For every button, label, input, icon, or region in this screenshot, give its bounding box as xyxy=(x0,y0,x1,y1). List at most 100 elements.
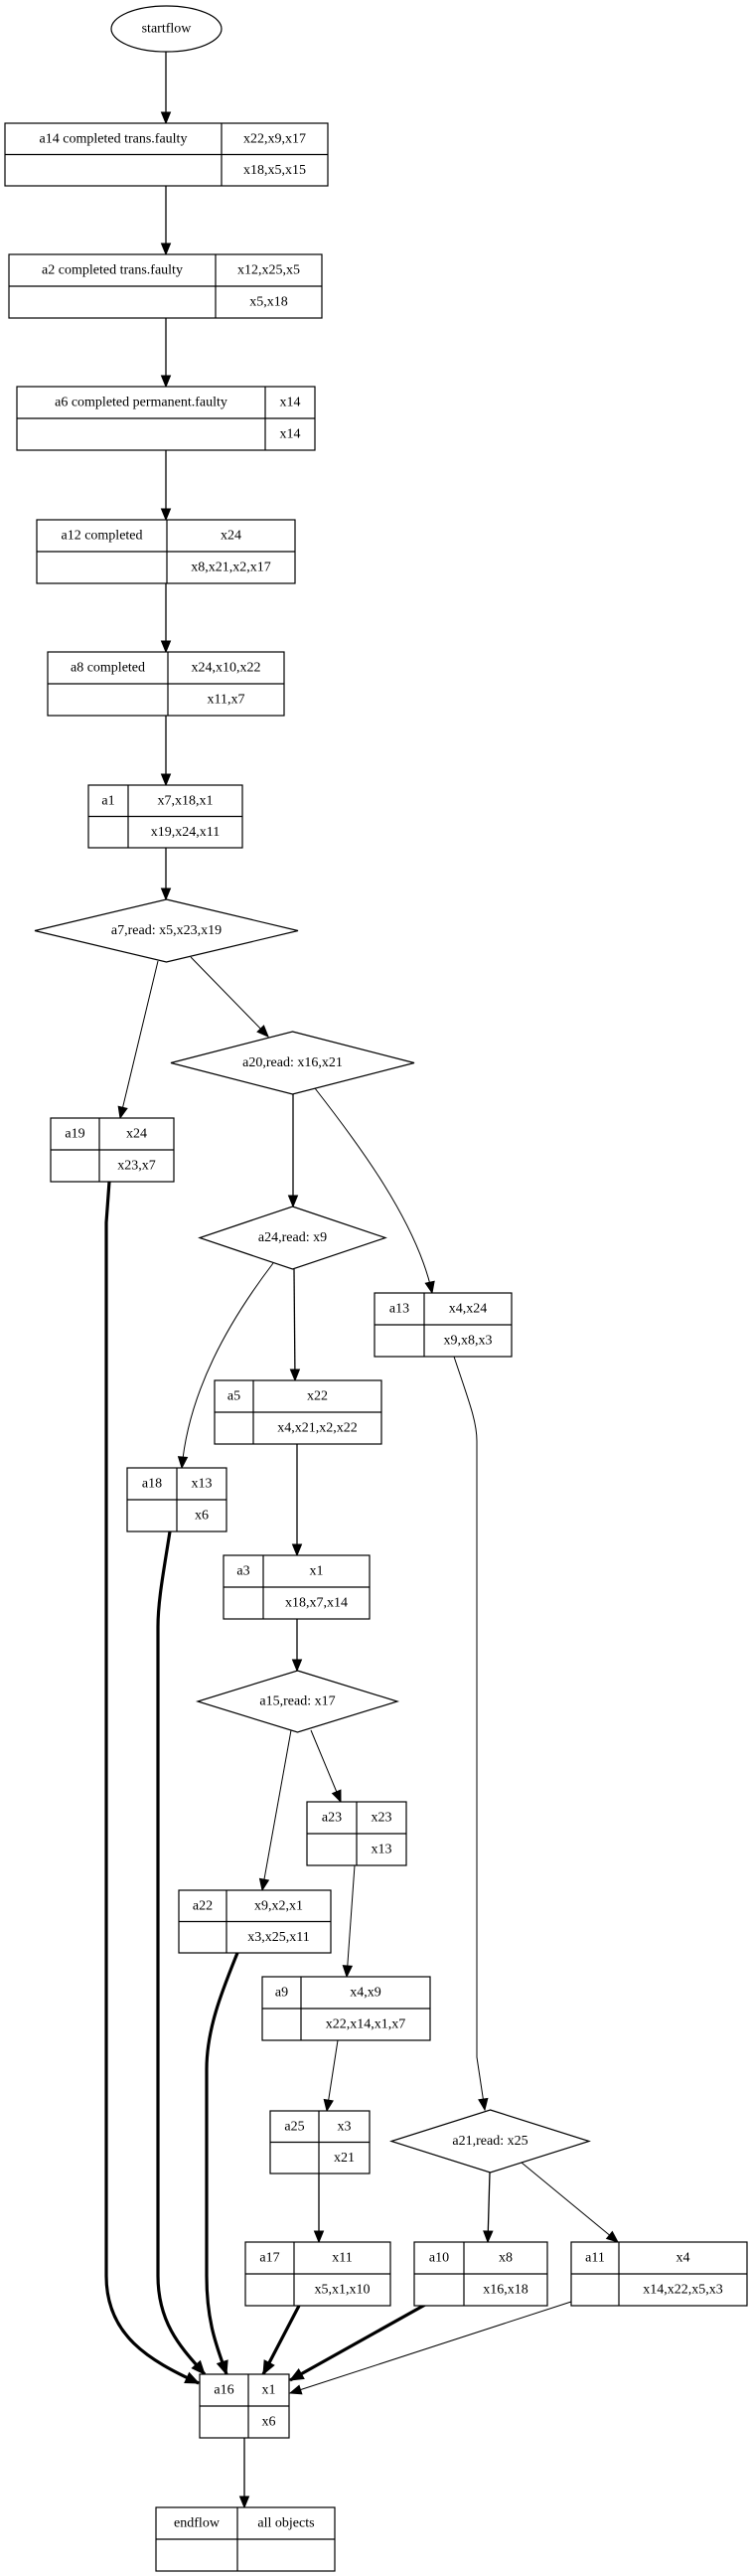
decision-label: a15,read: x17 xyxy=(259,1694,335,1709)
edge-a21-a11 xyxy=(521,2162,620,2243)
edge-a6-a12 xyxy=(160,450,172,522)
arrowhead-icon xyxy=(191,2359,206,2375)
node-a15[interactable]: a15,read: x17 xyxy=(195,1670,400,1733)
edge-a14-a2 xyxy=(160,186,172,256)
node-a24[interactable]: a24,read: x9 xyxy=(198,1206,387,1270)
edge-line xyxy=(314,1087,433,1294)
arrowhead-icon xyxy=(160,640,172,654)
node-a16[interactable]: a16 x1 x6 xyxy=(199,2373,290,2439)
edge-a15-a22 xyxy=(258,1729,292,1892)
edge-a9-a25 xyxy=(323,2039,339,2113)
edge-a22-a16 xyxy=(205,1952,239,2376)
decision-label: a24,read: x9 xyxy=(258,1230,327,1245)
record-title: a19 xyxy=(65,1127,84,1142)
record-top-right: x14 xyxy=(280,396,301,410)
node-a21[interactable]: a21,read: x25 xyxy=(389,2109,591,2174)
arrowhead-icon xyxy=(483,2230,494,2244)
edge-line xyxy=(104,1181,200,2385)
edge-line xyxy=(487,2172,491,2243)
edge-line xyxy=(310,1729,342,1803)
record-title: a9 xyxy=(275,1986,288,2001)
arrowhead-icon xyxy=(160,773,172,787)
record-top-right: x4,x24 xyxy=(449,1302,488,1317)
record-bottom-right: x23,x7 xyxy=(117,1159,156,1174)
edge-a11-a16 xyxy=(288,2301,572,2395)
record-top-right: x9,x2,x1 xyxy=(254,1898,303,1913)
node-a7[interactable]: a7,read: x5,x23,x19 xyxy=(34,898,299,963)
record-bottom-right: x5,x18 xyxy=(249,295,288,310)
arrowhead-icon xyxy=(117,1105,128,1120)
edge-a15-a23 xyxy=(310,1729,342,1804)
record-top-right: x1 xyxy=(310,1564,324,1579)
arrowhead-icon xyxy=(177,1456,189,1470)
arrowhead-icon xyxy=(291,1659,303,1673)
decision-label: a20,read: x16,x21 xyxy=(242,1055,343,1070)
record-bottom-right: x18,x5,x15 xyxy=(243,163,306,178)
record-title: a12 completed xyxy=(61,529,142,544)
arrowhead-icon xyxy=(262,2359,275,2376)
arrowhead-icon xyxy=(478,2097,489,2112)
node-startflow[interactable]: startflow xyxy=(110,5,223,53)
record-bottom-right: x5,x1,x10 xyxy=(315,2283,371,2298)
record-bottom-right: x21 xyxy=(334,2151,355,2166)
edge-line xyxy=(261,1729,292,1891)
edge-a24-a5 xyxy=(289,1268,301,1382)
record-bottom-right: x18,x7,x14 xyxy=(285,1596,348,1611)
record-title: a16 xyxy=(214,2383,233,2398)
node-a20[interactable]: a20,read: x16,x21 xyxy=(170,1031,415,1095)
decision-label: a21,read: x25 xyxy=(452,2134,527,2149)
arrowhead-icon xyxy=(331,1789,342,1804)
edge-line xyxy=(190,956,269,1038)
record-title: a13 xyxy=(389,1302,409,1317)
node-a13[interactable]: a13 x4,x24 x9,x8,x3 xyxy=(374,1292,513,1358)
record-bottom-right: x14,x22,x5,x3 xyxy=(643,2283,723,2298)
edge-line xyxy=(346,1864,356,1978)
arrowhead-icon xyxy=(291,1543,303,1557)
record-top-right: x24,x10,x22 xyxy=(192,661,261,676)
edge-line xyxy=(453,1356,486,2111)
decision-diamond xyxy=(198,1206,387,1270)
record-bottom-right: x6 xyxy=(262,2415,276,2430)
edge-a8-a1 xyxy=(160,716,172,787)
record-top-right: x12,x25,x5 xyxy=(237,263,300,278)
arrowhead-icon xyxy=(160,508,172,522)
record-top-right: x8 xyxy=(499,2251,513,2266)
edge-line xyxy=(293,1268,296,1381)
record-bottom-right: x4,x21,x2,x22 xyxy=(277,1421,358,1436)
edge-line xyxy=(326,2039,339,2112)
arrowhead-icon xyxy=(184,2371,201,2384)
edge-line xyxy=(521,2162,619,2243)
record-top-right: x22 xyxy=(307,1389,328,1404)
record-top-right: x1 xyxy=(262,2383,276,2398)
arrowhead-icon xyxy=(160,242,172,256)
edge-line xyxy=(205,1952,239,2375)
record-bottom-right: x19,x24,x11 xyxy=(151,825,220,840)
record-bottom-right: x9,x8,x3 xyxy=(444,1334,493,1349)
arrowhead-icon xyxy=(323,2098,334,2113)
decision-diamond xyxy=(389,2109,591,2174)
record-top-right: x24 xyxy=(221,529,241,544)
edge-a7-a20 xyxy=(190,956,269,1038)
arrowhead-icon xyxy=(160,375,172,389)
record-title: a6 completed permanent.faulty xyxy=(55,396,227,410)
